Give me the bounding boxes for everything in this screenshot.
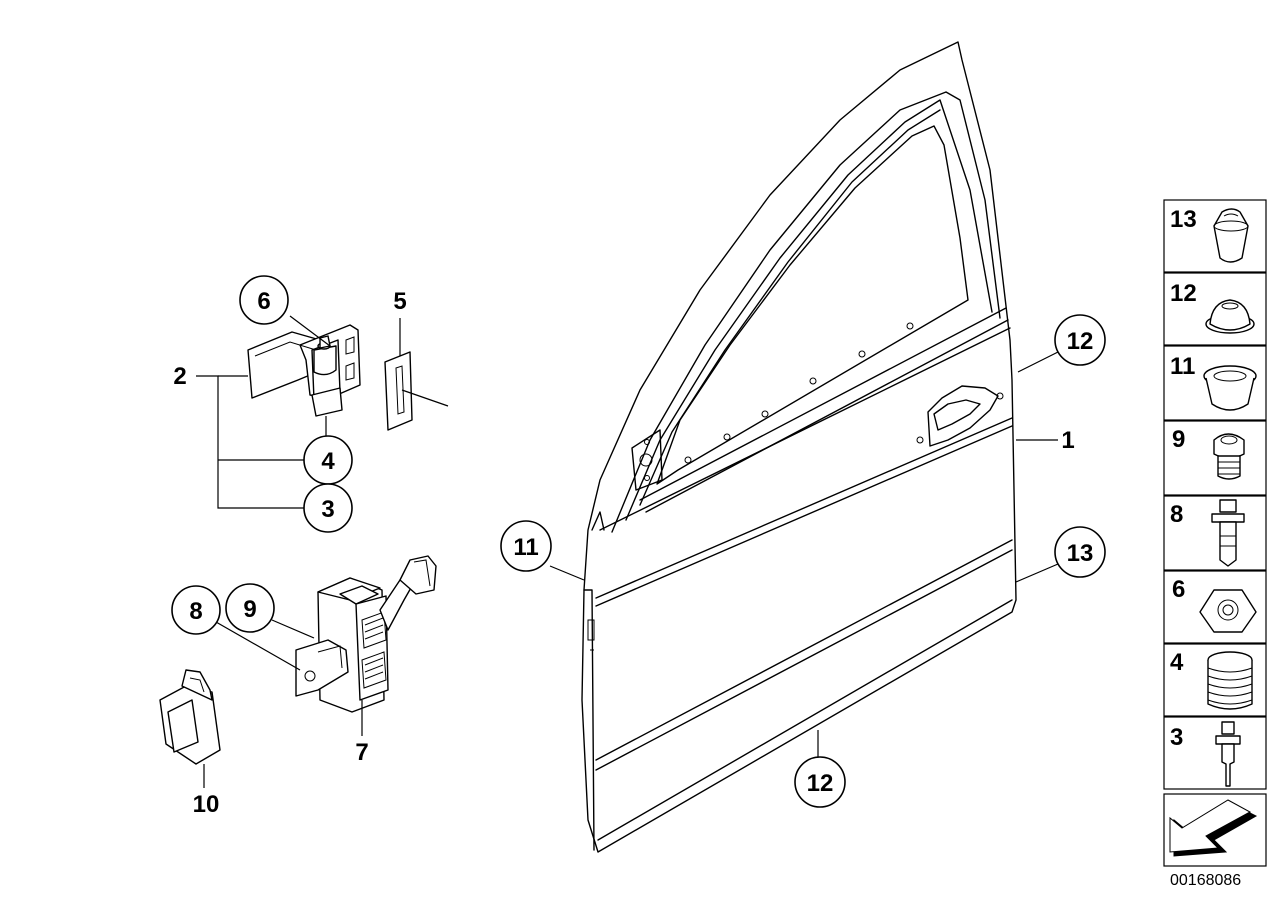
- door-check-strap[interactable]: [295, 555, 437, 713]
- legend-item-11[interactable]: 11: [1163, 345, 1267, 421]
- callout-11[interactable]: 11: [500, 520, 552, 572]
- callout-11-text: 11: [513, 534, 538, 561]
- label-2[interactable]: 2: [173, 363, 186, 390]
- door-hinge[interactable]: [247, 324, 361, 417]
- legend-item-3[interactable]: 3: [1163, 716, 1267, 790]
- legend-item-4-num: 4: [1170, 649, 1184, 676]
- stopper-buffer-icon: [1213, 208, 1249, 263]
- legend-item-9-num: 9: [1172, 426, 1185, 453]
- callout-13[interactable]: 13: [1054, 526, 1106, 578]
- legend-item-11-num: 11: [1170, 353, 1195, 380]
- hinge-bolt-icon: [1215, 721, 1241, 787]
- legend-item-13[interactable]: 13: [1163, 199, 1267, 273]
- legend-item-3-num: 3: [1170, 724, 1183, 751]
- cable-grommet[interactable]: [159, 669, 221, 765]
- collar-bolt-icon: [1211, 499, 1245, 567]
- callout-9-text: 9: [243, 596, 256, 623]
- label-10[interactable]: 10: [193, 791, 220, 818]
- callout-8-text: 8: [189, 598, 202, 625]
- legend-item-8-num: 8: [1170, 501, 1183, 528]
- legend-item-6-num: 6: [1172, 576, 1185, 603]
- hex-nut-icon: [1199, 589, 1257, 633]
- callout-6-text: 6: [257, 288, 270, 315]
- callout-13-text: 13: [1067, 540, 1094, 567]
- back-navigation-button[interactable]: [1163, 793, 1267, 867]
- legend-item-12-num: 12: [1170, 280, 1197, 307]
- legend-item-12[interactable]: 12: [1163, 272, 1267, 346]
- diagram-id: 00168086: [1170, 872, 1241, 889]
- legend-item-8[interactable]: 8: [1163, 495, 1267, 571]
- legend-item-6[interactable]: 6: [1163, 570, 1267, 644]
- callout-3[interactable]: 3: [303, 483, 353, 533]
- front-door-shell[interactable]: [581, 41, 1017, 853]
- leader-lines: [196, 315, 1059, 788]
- legend-panel: 13 12 11: [1163, 199, 1267, 867]
- callout-12-bottom-text: 12: [807, 770, 834, 797]
- label-7[interactable]: 7: [355, 739, 368, 766]
- callout-4[interactable]: 4: [303, 435, 353, 485]
- callout-12-top-text: 12: [1067, 328, 1094, 355]
- threaded-sleeve-icon: [1207, 651, 1253, 710]
- legend-item-4[interactable]: 4: [1163, 643, 1267, 717]
- callout-9[interactable]: 9: [225, 583, 275, 633]
- hinge-shim[interactable]: [384, 351, 413, 431]
- callout-3-text: 3: [321, 496, 334, 523]
- callout-4-text: 4: [321, 448, 335, 475]
- label-5[interactable]: 5: [393, 288, 406, 315]
- legend-item-13-num: 13: [1170, 206, 1197, 233]
- label-1[interactable]: 1: [1061, 427, 1074, 454]
- callout-12-bottom[interactable]: 12: [794, 756, 846, 808]
- legend-item-9[interactable]: 9: [1163, 420, 1267, 496]
- callout-8[interactable]: 8: [171, 585, 221, 635]
- round-plug-icon: [1205, 299, 1255, 334]
- callout-6[interactable]: 6: [239, 275, 289, 325]
- torx-bolt-icon: [1213, 433, 1245, 480]
- arrow-back-icon: [1169, 799, 1258, 857]
- grommet-icon: [1203, 365, 1257, 411]
- callout-12-top[interactable]: 12: [1054, 314, 1106, 366]
